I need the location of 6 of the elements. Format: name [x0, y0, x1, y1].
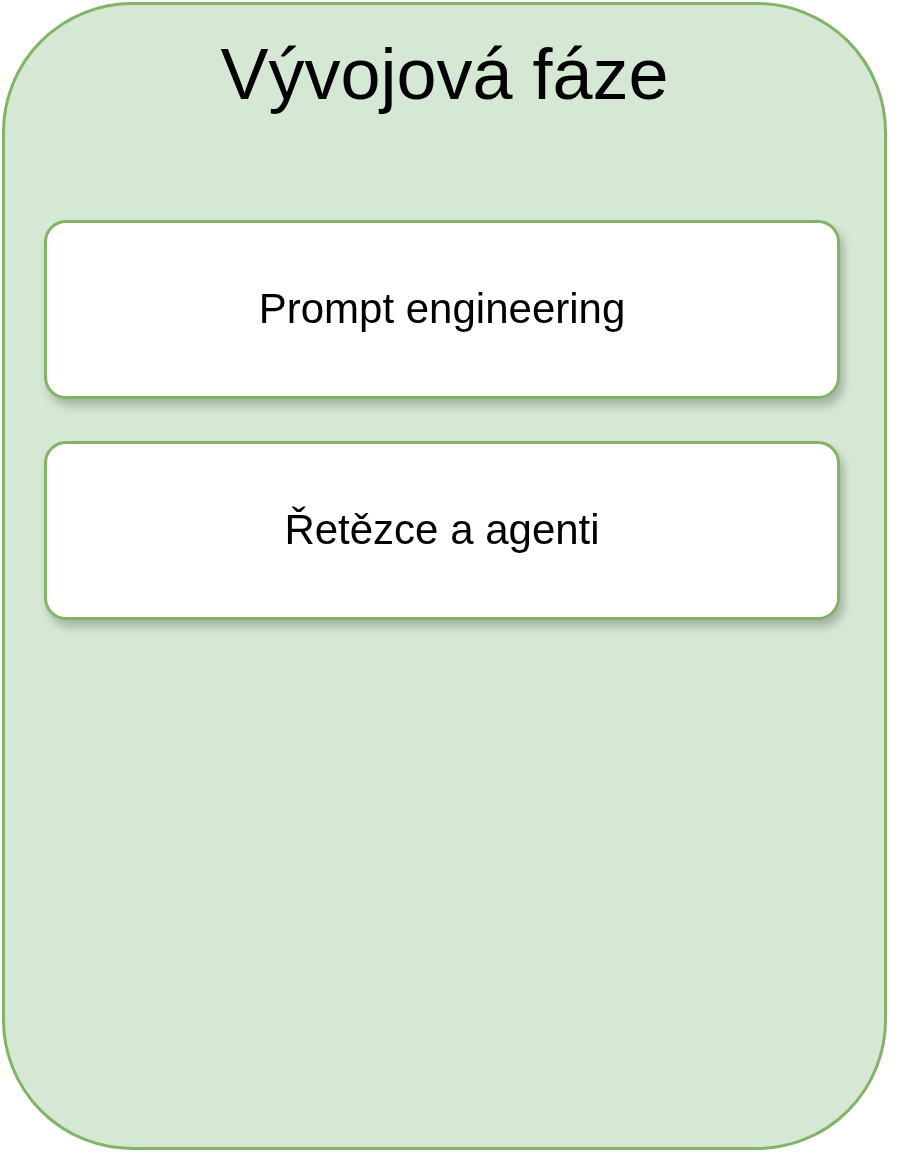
phase-panel [2, 2, 887, 1150]
box-label: Prompt engineering [258, 284, 626, 335]
box-label: Řetězce a agenti [284, 505, 600, 556]
phase-title: Vývojová fáze [220, 35, 669, 115]
process-box [44, 220, 840, 399]
process-box [44, 441, 840, 620]
